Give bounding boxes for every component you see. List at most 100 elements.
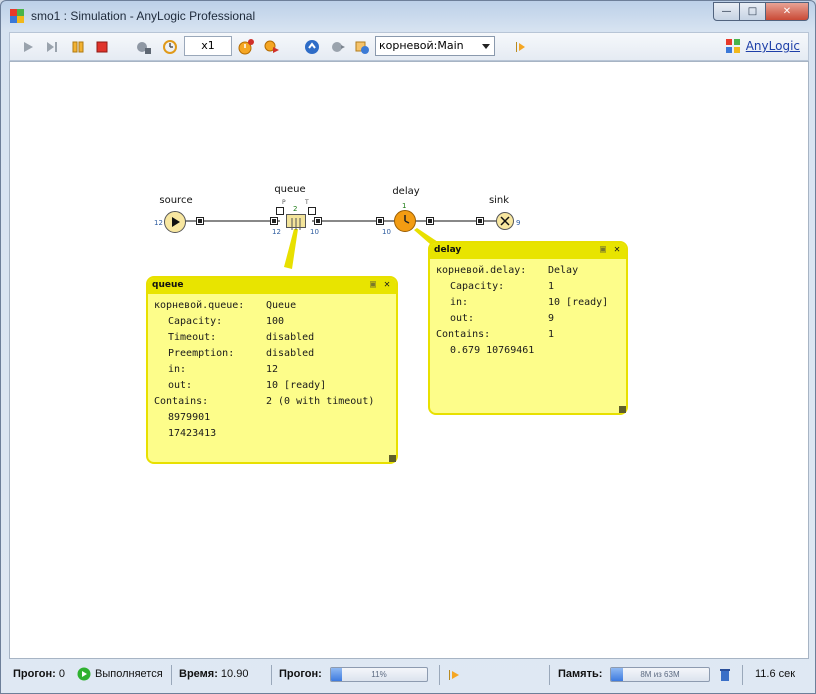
realtime-mode-button[interactable] (134, 37, 154, 57)
run-icon (24, 42, 33, 52)
memory-status: Память: (558, 668, 602, 680)
queue-preemption-key: Preemption: (168, 348, 235, 359)
virtual-time-button[interactable] (160, 37, 180, 57)
delay-inspect-name: корневой.delay: (436, 265, 527, 276)
queue-capacity-value: 100 (266, 316, 285, 327)
queue-label: queue (274, 184, 306, 195)
delay-in-value: 10 [ready] (548, 297, 609, 308)
queue-capacity-key: Capacity: (168, 316, 223, 327)
queue-preempt-port[interactable] (276, 207, 284, 215)
delay-inspect-title: delay (434, 245, 462, 255)
delay-contains-value: 1 (548, 329, 555, 340)
run-button[interactable] (18, 37, 38, 57)
source-out-port[interactable] (196, 217, 204, 225)
speed-field[interactable]: x1 (184, 36, 232, 56)
stop-button[interactable] (92, 37, 112, 57)
model-canvas[interactable]: source 12 queue P T 2 12 10 delay 1 10 s… (9, 61, 809, 659)
queue-icon (291, 218, 301, 230)
trash-icon[interactable] (718, 667, 732, 683)
realtime-icon (137, 42, 151, 54)
experiment-icon[interactable] (447, 668, 461, 682)
navigate-button[interactable] (352, 37, 372, 57)
queue-timeout-port[interactable] (308, 207, 316, 215)
navigate-up-button[interactable] (302, 37, 322, 57)
experiment-button[interactable] (510, 37, 530, 57)
clock-icon (404, 215, 410, 224)
resize-handle[interactable] (619, 406, 626, 413)
experiment-icon (516, 42, 525, 52)
queue-block[interactable] (286, 214, 306, 230)
delay-in-count: 10 (382, 228, 391, 236)
status-bar: Прогон: 0 Выполняется Время: 10.90 Прого… (9, 661, 809, 689)
queue-out-count: 10 (310, 228, 319, 236)
stop-icon (96, 41, 108, 53)
queue-out-value: 10 [ready] (266, 380, 327, 391)
delay-out-port[interactable] (426, 217, 434, 225)
separator (439, 665, 440, 685)
delay-inspect-window[interactable]: delay ▣ ✕ корневой.delay:Delay Capacity:… (428, 241, 628, 415)
agent-icon (332, 42, 345, 52)
memory-fill (611, 668, 624, 681)
run-until-icon (264, 40, 279, 53)
pin-icon[interactable]: ▣ (599, 244, 607, 255)
close-icon[interactable]: ✕ (613, 244, 621, 255)
window-title: smo1 : Simulation - AnyLogic Professiona… (31, 9, 256, 23)
delay-in-port[interactable] (376, 217, 384, 225)
time-label: Время: (179, 668, 218, 680)
queue-inspect-name: корневой.queue: (154, 300, 245, 311)
agent-selector-value: корневой:Main (379, 39, 464, 52)
queue-inspect-header[interactable]: queue ▣ ✕ (148, 278, 396, 294)
agent-button[interactable] (328, 37, 348, 57)
run-progress-bar: 11% (330, 667, 428, 682)
anylogic-link[interactable]: AnyLogic (725, 38, 800, 54)
anylogic-logo-icon (725, 39, 740, 53)
memory-label: Память: (558, 668, 603, 680)
delay-block[interactable] (394, 210, 416, 232)
sink-block[interactable] (496, 212, 514, 230)
delay-in-key: in: (450, 297, 469, 308)
delay-contains-key: Contains: (436, 329, 491, 340)
queue-in-port[interactable] (270, 217, 278, 225)
source-block[interactable] (164, 211, 186, 233)
time-value: 10.90 (220, 668, 249, 680)
queue-contains-value: 2 (0 with timeout) (266, 396, 375, 407)
pause-button[interactable] (68, 37, 88, 57)
queue-item: 8979901 (168, 412, 211, 423)
progress-status: Прогон: (279, 668, 322, 680)
speed-up-icon (238, 39, 254, 55)
delay-out-key: out: (450, 313, 475, 324)
close-icon[interactable]: ✕ (383, 279, 391, 290)
pin-icon[interactable]: ▣ (369, 279, 377, 290)
source-out-count: 12 (154, 219, 163, 227)
delay-label: delay (392, 186, 420, 197)
step-button[interactable] (42, 37, 62, 57)
agent-selector-dropdown[interactable]: корневой:Main (375, 36, 495, 56)
queue-inspect-window[interactable]: queue ▣ ✕ корневой.queue:Queue Capacity:… (146, 276, 398, 464)
sink-label: sink (488, 195, 510, 206)
maximize-button[interactable]: □ (739, 2, 766, 21)
delay-inspect-type: Delay (548, 265, 579, 276)
run-until-button[interactable] (262, 37, 282, 57)
title-bar[interactable]: smo1 : Simulation - AnyLogic Professiona… (1, 1, 815, 31)
minimize-button[interactable]: — (713, 2, 740, 21)
separator (742, 665, 743, 685)
resize-handle[interactable] (389, 455, 396, 462)
run-label: Прогон: (13, 668, 56, 680)
queue-out-key: out: (168, 380, 193, 391)
progress-label: Прогон: (279, 668, 322, 680)
queue-out-port[interactable] (314, 217, 322, 225)
sink-in-port[interactable] (476, 217, 484, 225)
flowchart-connectors (180, 220, 505, 269)
separator (171, 665, 172, 685)
separator (549, 665, 550, 685)
step-icon (47, 42, 57, 52)
queue-inspect-title: queue (152, 280, 184, 290)
delay-inspect-header[interactable]: delay ▣ ✕ (430, 243, 626, 259)
close-button[interactable]: ✕ (765, 2, 809, 21)
model-time: Время: 10.90 (179, 668, 248, 680)
navigate-up-icon (305, 40, 319, 54)
slow-down-button[interactable] (236, 37, 256, 57)
queue-in-key: in: (168, 364, 187, 375)
queue-port-t-label: T (305, 199, 309, 206)
